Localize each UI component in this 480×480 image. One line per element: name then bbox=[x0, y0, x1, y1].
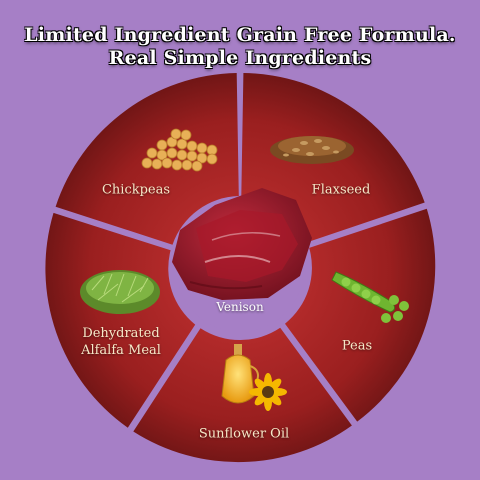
headline: Limited Ingredient Grain Free Formula. R… bbox=[0, 24, 480, 70]
venison-meat-icon bbox=[172, 188, 312, 300]
segment-peas bbox=[285, 208, 436, 422]
label-flaxseed: Flaxseed bbox=[311, 182, 371, 198]
label-peas: Peas bbox=[341, 338, 373, 354]
peas-icon bbox=[331, 271, 409, 323]
sunflower-icon bbox=[249, 373, 287, 411]
sunflower-oil-icon bbox=[221, 344, 287, 411]
chickpeas-icon bbox=[141, 128, 218, 172]
alfalfa-icon bbox=[80, 270, 160, 314]
label-alfalfa-line-2: Alfalfa Meal bbox=[81, 343, 161, 358]
flaxseed-icon bbox=[270, 136, 354, 164]
label-chickpeas: Chickpeas bbox=[101, 182, 171, 198]
headline-line-2: Real Simple Ingredients bbox=[108, 47, 372, 69]
headline-line-1: Limited Ingredient Grain Free Formula. bbox=[24, 24, 456, 46]
label-sunflower-oil: Sunflower Oil bbox=[198, 426, 290, 442]
label-alfalfa: Dehydrated Alfalfa Meal bbox=[81, 325, 161, 359]
label-alfalfa-line-1: Dehydrated bbox=[82, 326, 160, 341]
segment-alfalfa bbox=[45, 212, 196, 428]
label-venison: Venison bbox=[216, 300, 264, 314]
